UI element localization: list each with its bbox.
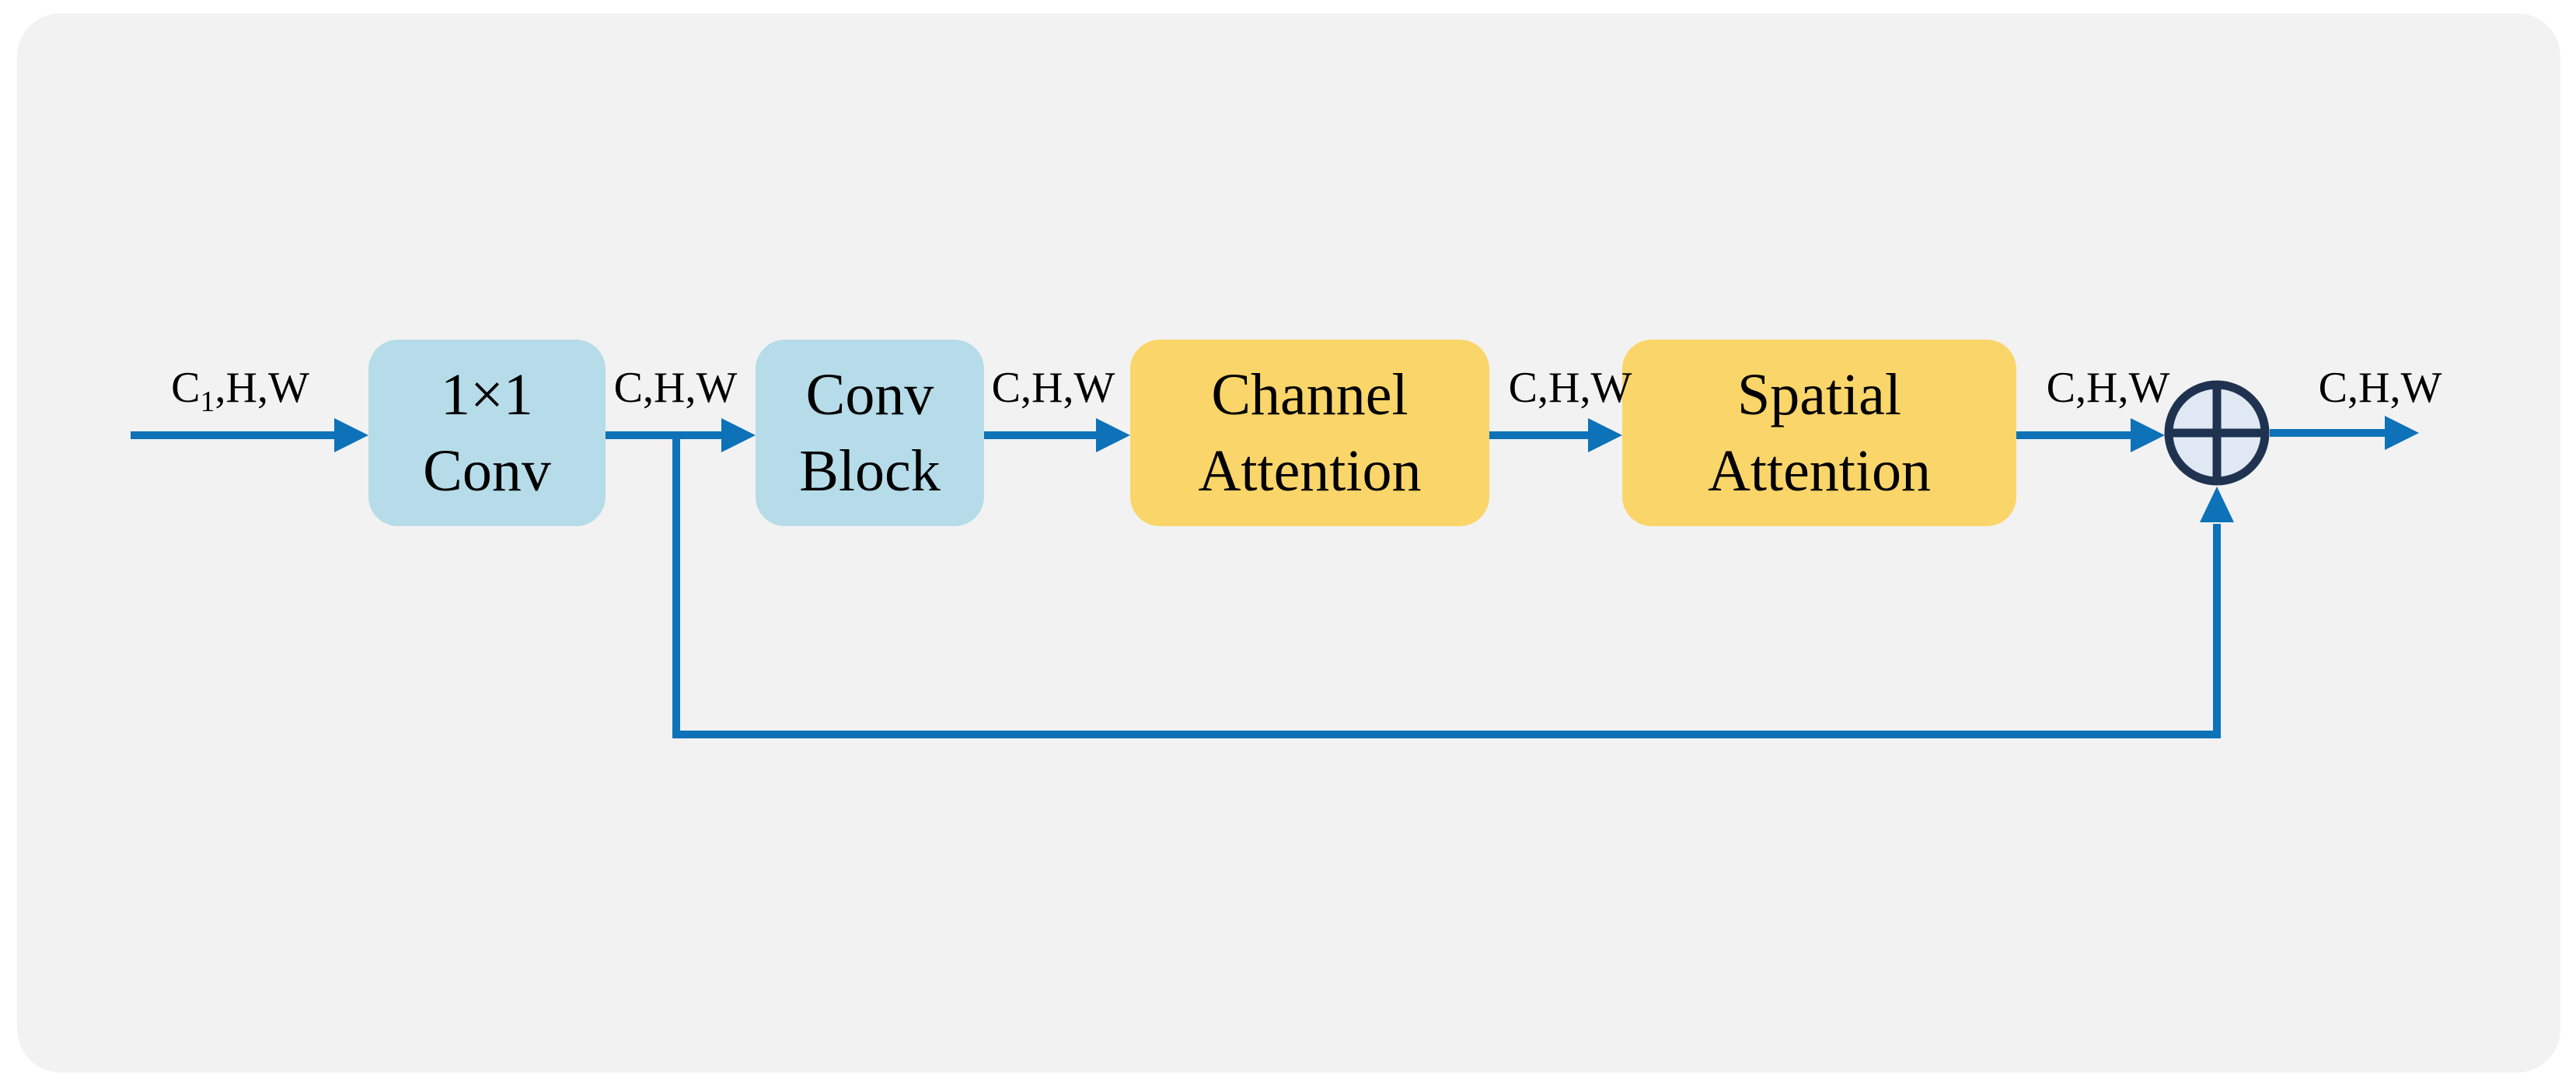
arrow-input-head — [334, 418, 368, 452]
arrow-convblock-to-channel-head — [1096, 418, 1130, 452]
input-tensor-label: C1,H,W — [171, 364, 309, 417]
block-spatial-attention: Spatial Attention — [1622, 340, 2016, 526]
diagram-panel — [17, 13, 2560, 1073]
skip-connection-line — [672, 431, 2221, 738]
input-tensor-label-subscript: 1 — [200, 386, 215, 419]
tensor-label-after-spatial-attention: C,H,W — [2046, 364, 2170, 412]
input-tensor-label-base: C — [171, 364, 201, 412]
block-channel-attention: Channel Attention — [1130, 340, 1489, 526]
tensor-label-after-1x1-conv: C,H,W — [613, 364, 738, 412]
arrow-conv1-to-convblock-head — [721, 418, 756, 452]
arrow-channel-to-spatial-head — [1588, 418, 1622, 452]
tensor-label-after-conv-block: C,H,W — [991, 364, 1115, 412]
output-tensor-label: C,H,W — [2318, 364, 2442, 412]
skip-connection-head — [2200, 487, 2234, 522]
arrow-spatial-to-sum-head — [2131, 418, 2165, 452]
tensor-label-after-channel-attention: C,H,W — [1508, 364, 1632, 412]
block-1x1-conv: 1×1 Conv — [368, 340, 606, 526]
input-tensor-label-rest: ,H,W — [215, 364, 309, 412]
block-conv-block: Conv Block — [756, 340, 984, 526]
arrow-output-head — [2385, 416, 2419, 450]
